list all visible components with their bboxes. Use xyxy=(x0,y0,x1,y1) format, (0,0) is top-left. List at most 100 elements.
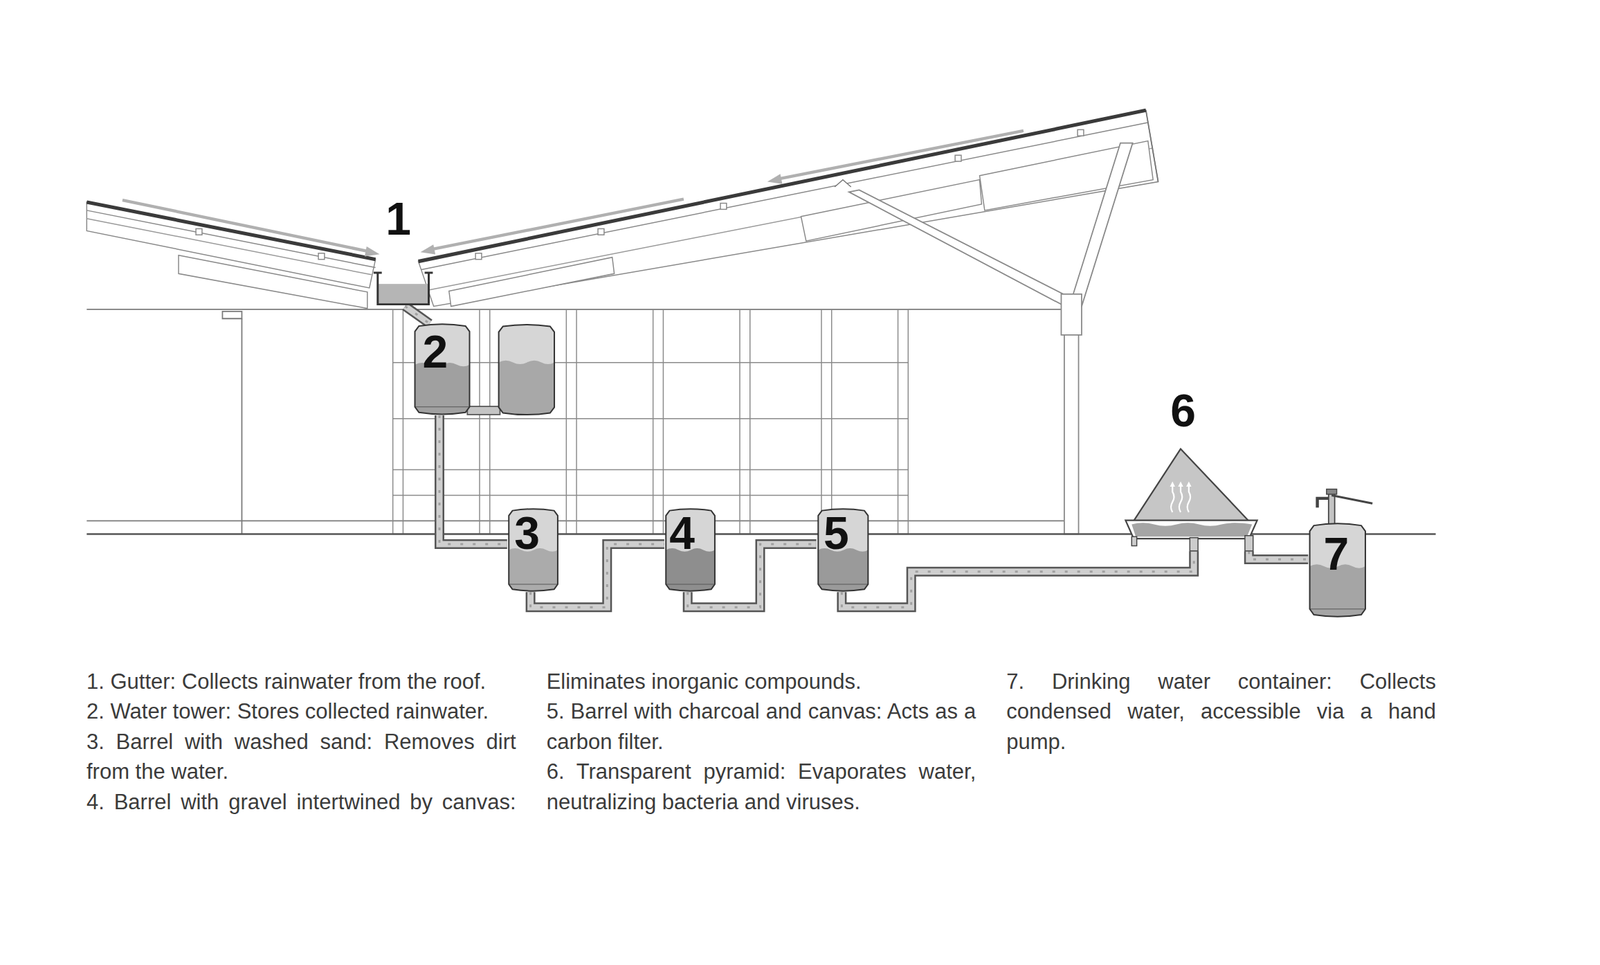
illustration-line xyxy=(364,246,380,257)
illustration-line xyxy=(418,110,1147,261)
barrel-rim xyxy=(415,406,470,408)
pipe xyxy=(841,550,1194,607)
illustration-line xyxy=(779,130,1024,179)
pipe-wall xyxy=(404,305,430,324)
illustration-line xyxy=(749,309,751,535)
vapour-head xyxy=(1186,481,1192,487)
pyramid-tray xyxy=(1125,520,1257,540)
illustration-line xyxy=(318,253,325,260)
pipe-fill xyxy=(841,550,1194,607)
illustration-line xyxy=(86,202,376,260)
illustration-line xyxy=(1331,494,1373,504)
illustration-line xyxy=(662,309,664,535)
barrel-rim xyxy=(665,584,715,585)
pyramid-glass xyxy=(1132,449,1251,523)
hand-pump xyxy=(1317,489,1374,526)
illustration-line xyxy=(393,309,909,535)
pipe-texture xyxy=(1249,550,1309,560)
vapour-line xyxy=(1187,485,1191,513)
pipe-wall xyxy=(841,550,1194,607)
key-entry: 6. Transparent pyramid: Evaporates water… xyxy=(546,756,977,817)
illustration-line xyxy=(955,155,962,162)
illustration-line xyxy=(402,309,404,535)
pipe-fill xyxy=(439,415,508,544)
barrel-body xyxy=(415,324,470,415)
barrel-rim xyxy=(1310,608,1366,609)
illustration-line xyxy=(1069,143,1133,307)
illustration-line xyxy=(498,324,555,415)
charcoal-barrel: 5 xyxy=(816,507,870,592)
window-grid xyxy=(393,309,909,535)
tray-water xyxy=(1131,523,1252,538)
illustration-line xyxy=(122,200,368,252)
pipe xyxy=(1249,550,1309,560)
barrel-rim xyxy=(508,584,558,585)
pipe-texture xyxy=(404,305,430,324)
illustration-line xyxy=(597,228,605,235)
gutter-lip xyxy=(373,271,434,274)
illustration-line xyxy=(834,179,852,187)
pipe xyxy=(439,415,508,544)
illustration-line xyxy=(393,417,909,419)
gutter-water xyxy=(377,283,430,304)
pipe-fill xyxy=(1249,550,1309,560)
flow-arrows xyxy=(122,130,1024,257)
callout-number: 1 xyxy=(385,193,412,245)
illustration-line xyxy=(739,309,740,535)
sand-barrel: 3 xyxy=(507,507,560,592)
illustration-line xyxy=(498,360,555,415)
illustration-line xyxy=(449,257,615,307)
callout-number: 6 xyxy=(1170,385,1196,436)
gutter: 1 xyxy=(369,193,437,306)
illustration-line xyxy=(475,253,482,260)
illustration-line xyxy=(1317,498,1329,508)
twin-barrel xyxy=(467,324,555,415)
tray-inlet xyxy=(1189,537,1198,551)
vapour-line xyxy=(1170,485,1174,513)
illustration-line xyxy=(467,406,500,415)
vapour-head xyxy=(1169,481,1175,487)
barrel-outline xyxy=(1310,523,1366,616)
pipe-texture xyxy=(439,415,508,544)
key-entry: 2. Water tower: Stores collected rainwat… xyxy=(86,696,517,726)
key-entry: 3. Barrel with washed sand: Removes dirt… xyxy=(86,726,517,787)
pipe xyxy=(404,305,430,324)
illustration-line xyxy=(489,309,490,535)
barrel-rim xyxy=(817,584,868,585)
illustration-line xyxy=(241,318,243,534)
illustration-line xyxy=(849,189,1072,304)
illustration-line xyxy=(820,309,822,535)
vapour-head xyxy=(1177,481,1183,487)
pipe-wall xyxy=(1249,550,1309,560)
callout-number: 2 xyxy=(422,326,448,378)
water-tower-barrel: 2 xyxy=(413,323,472,416)
barrel-body xyxy=(1310,523,1366,616)
roof-structure xyxy=(849,143,1133,535)
gutter-outline xyxy=(377,272,430,305)
illustration-line xyxy=(1060,294,1081,335)
illustration-line xyxy=(420,244,436,254)
callout-number: 7 xyxy=(1323,528,1349,580)
illustration-line xyxy=(1077,129,1084,136)
illustration-line xyxy=(652,309,654,535)
illustration-line xyxy=(195,228,203,235)
right-roof xyxy=(418,110,1159,306)
illustration-line xyxy=(178,255,368,309)
illustration-line xyxy=(418,110,1159,306)
illustration-line xyxy=(720,203,727,210)
vapour-line xyxy=(1179,485,1183,513)
illustration-line xyxy=(1328,492,1335,525)
illustration-line xyxy=(767,173,783,184)
left-roof xyxy=(86,202,376,308)
key-entry: 1. Gutter: Collects rainwater from the r… xyxy=(86,666,517,697)
callout-number: 5 xyxy=(823,507,850,559)
illustration-line xyxy=(566,309,567,535)
callout-number: 4 xyxy=(669,507,695,559)
illustration-line xyxy=(432,199,684,250)
illustration-line xyxy=(831,309,832,535)
illustration-line xyxy=(897,309,899,535)
illustration-line xyxy=(498,324,555,415)
